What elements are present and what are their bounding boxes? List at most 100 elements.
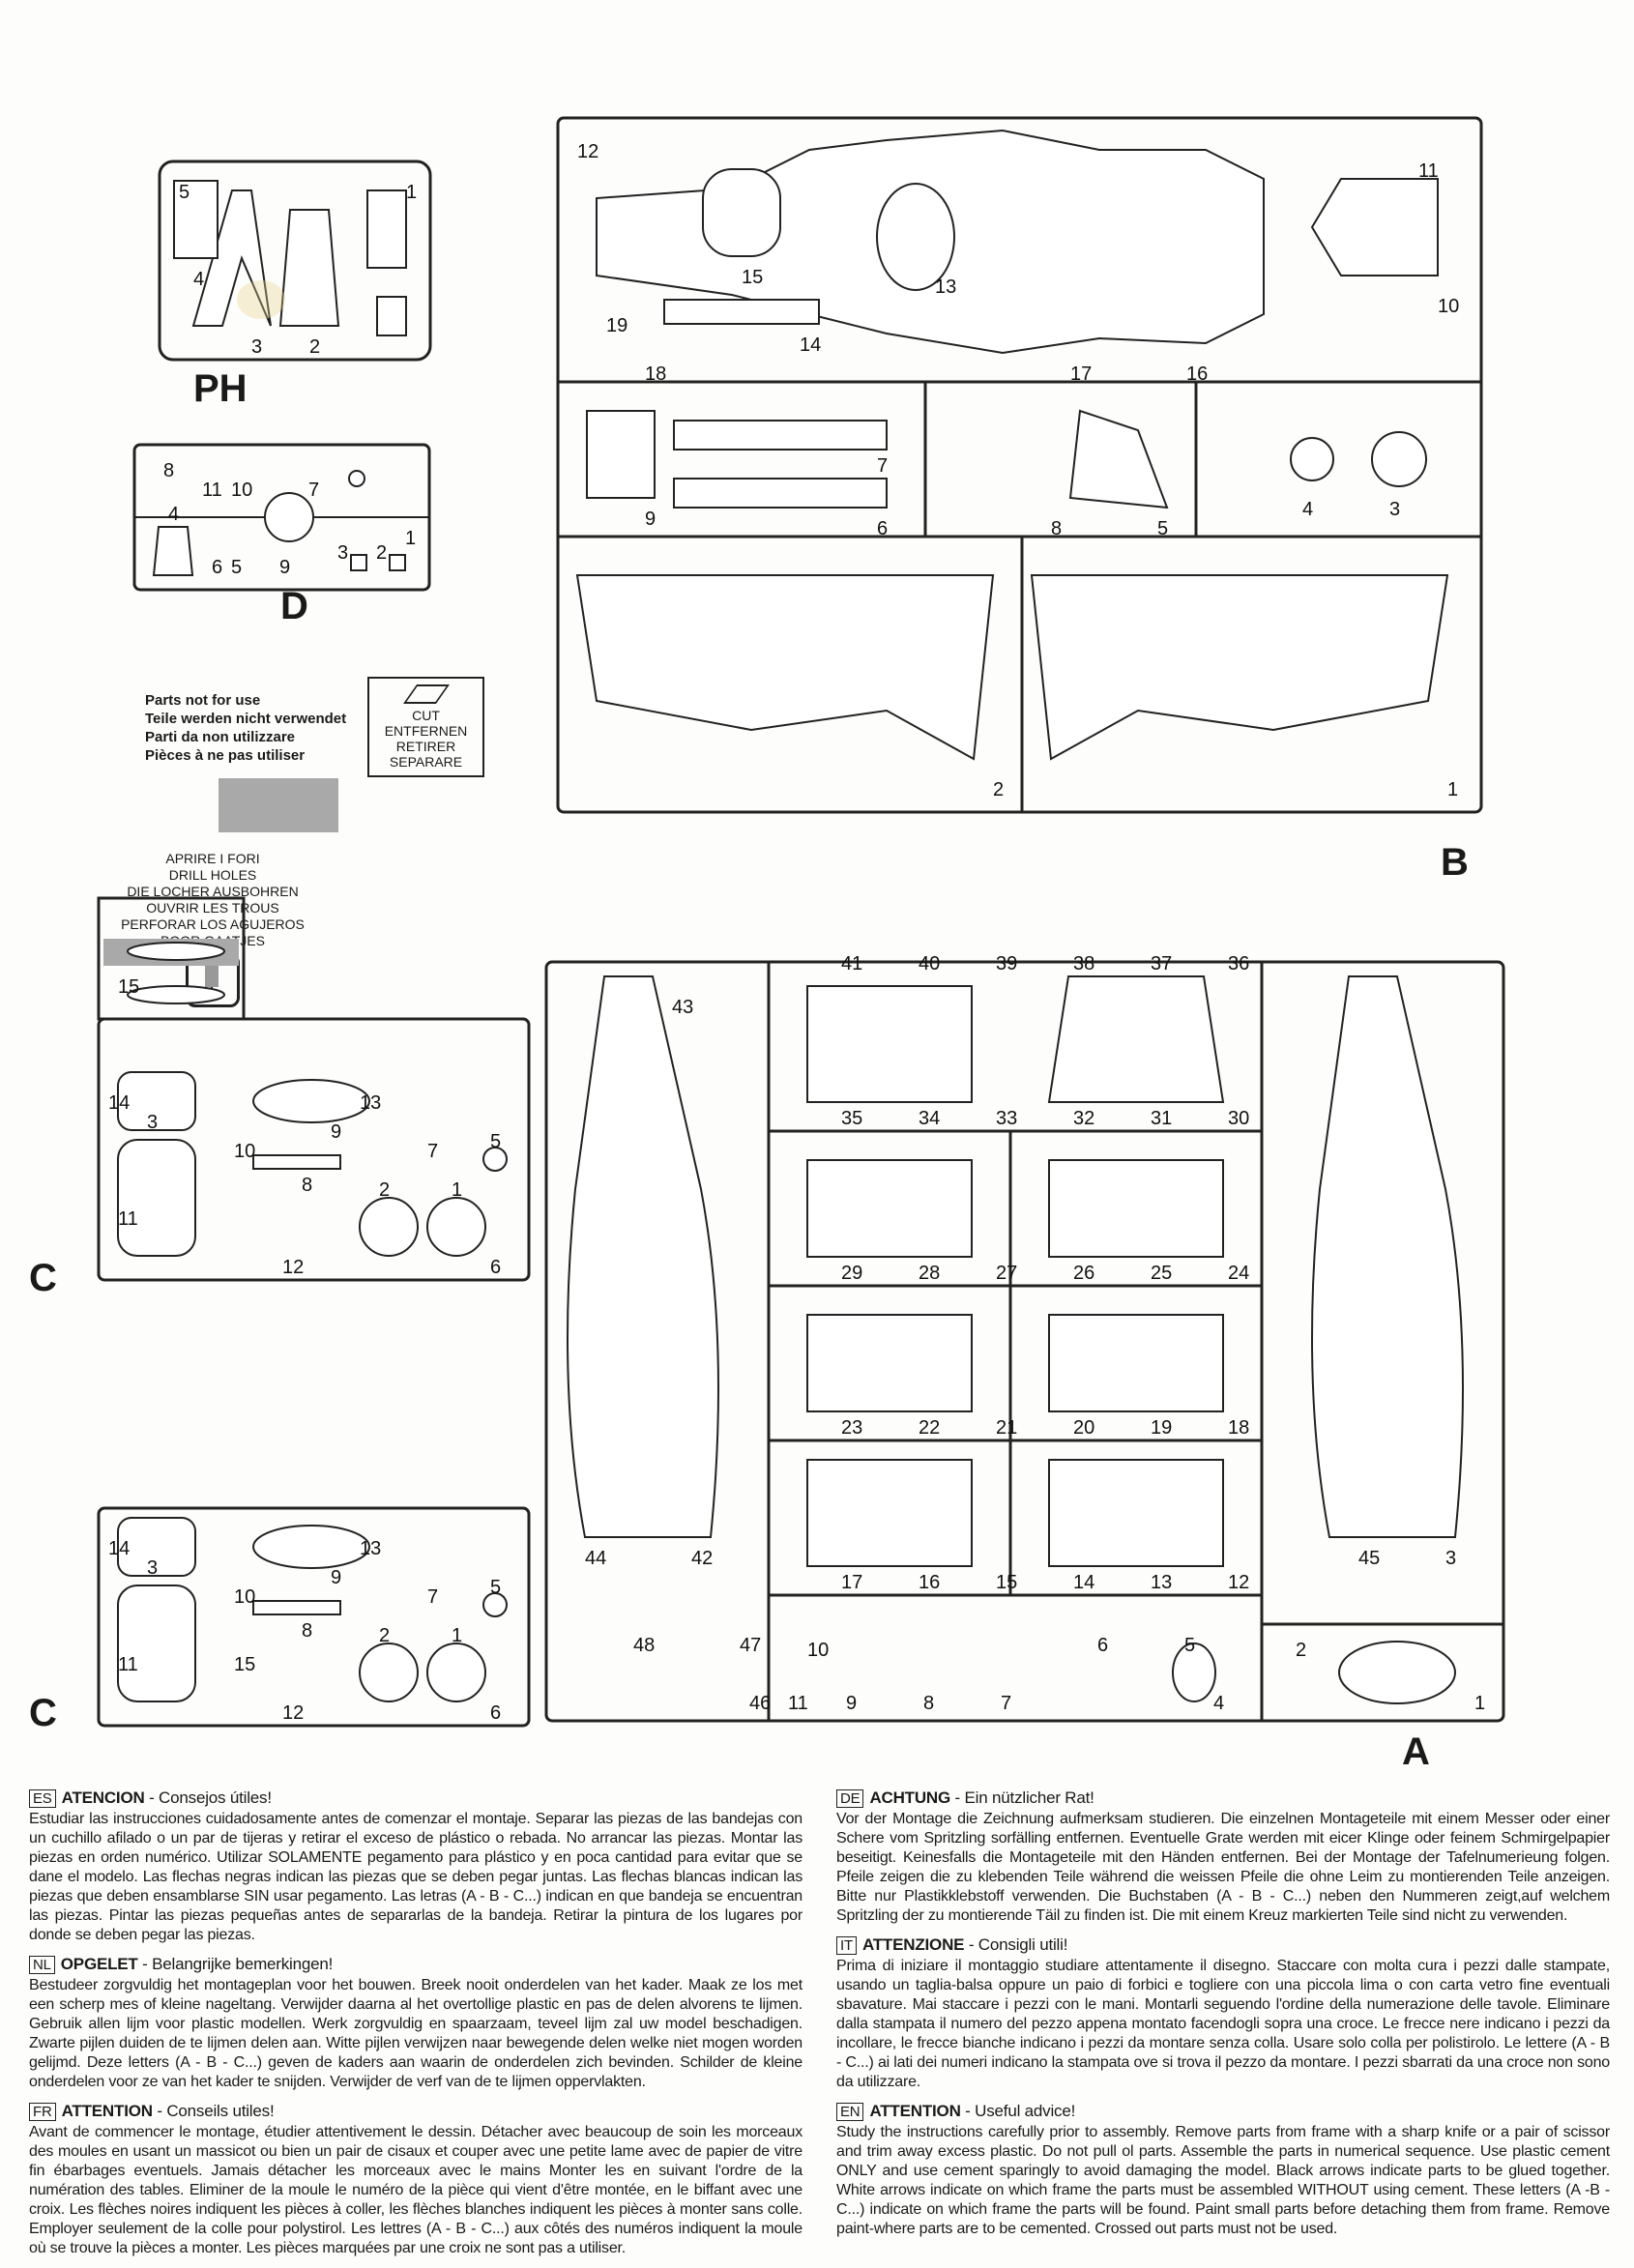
part-number-c1: 12 — [282, 1702, 304, 1724]
part-number-a: 16 — [919, 1572, 940, 1593]
part-number-b: 5 — [1157, 518, 1168, 539]
lang-badge: IT — [836, 1936, 857, 1955]
part-number-a: 18 — [1228, 1417, 1249, 1439]
part-number-c2: 1 — [452, 1179, 462, 1201]
part-number-ph: 1 — [406, 182, 417, 203]
section-title: ACHTUNG — [869, 1788, 951, 1807]
part-number-a: 21 — [996, 1417, 1017, 1439]
section-subtitle: - Consigli utili! — [964, 1935, 1068, 1954]
sprue-a-label: A — [1402, 1730, 1430, 1773]
section-subtitle: - Ein nützlicher Rat! — [950, 1788, 1094, 1807]
part-number-c1: 7 — [427, 1586, 438, 1608]
sprue-c-label: C — [29, 1692, 57, 1734]
part-number-d: 10 — [231, 480, 252, 501]
part-number-a: 3 — [1445, 1548, 1456, 1569]
part-number-c1: 8 — [302, 1620, 312, 1642]
section-text: Study the instructions carefully prior t… — [836, 2124, 1610, 2237]
legend-text: Parti da non utilizzare — [145, 729, 296, 745]
section-text: Avant de commencer le montage, étudier a… — [29, 2124, 802, 2256]
section-title: ATTENTION — [61, 2102, 153, 2120]
sprue-ph-label: PH — [193, 367, 248, 410]
part-number-d: 8 — [163, 460, 174, 481]
part-number-c1: 6 — [490, 1702, 501, 1724]
part-number-a: 39 — [996, 953, 1017, 974]
part-number-c1: 3 — [147, 1557, 158, 1579]
not-for-use-swatch — [219, 778, 338, 832]
sprue-a: 1234567891011121314151617181920212223242… — [544, 953, 1505, 1723]
part-number-a: 48 — [633, 1635, 655, 1656]
part-number-b: 10 — [1438, 296, 1459, 317]
part-number-d: 3 — [337, 542, 348, 564]
part-number-a: 46 — [749, 1693, 771, 1714]
part-number-c2: 6 — [490, 1257, 501, 1278]
part-number-b: 18 — [645, 363, 666, 385]
part-number-d: 7 — [308, 480, 319, 501]
part-number-a: 42 — [691, 1548, 713, 1569]
part-number-c2: 3 — [147, 1112, 158, 1133]
section-text: Bestudeer zorgvuldig het montageplan voo… — [29, 1977, 802, 2090]
part-number-ph: 5 — [179, 182, 190, 203]
legend-text: RETIRER — [395, 739, 456, 754]
drill-text-es: PERFORAR LOS AGUJEROS — [121, 916, 305, 932]
drill-text-fr: OUVRIR LES TROUS — [146, 900, 279, 916]
part-number-b: 2 — [993, 779, 1004, 800]
not-for-use-legend: Parts not for use Teile werden nicht ver… — [145, 691, 363, 765]
part-number-c2: 14 — [108, 1092, 130, 1114]
part-number-b: 7 — [877, 455, 888, 477]
part-number-c1: 14 — [108, 1538, 130, 1559]
part-number-c2: 2 — [379, 1179, 390, 1201]
part-number-ph: 2 — [309, 336, 320, 358]
part-number-b: 19 — [606, 315, 627, 336]
part-number-c1: 5 — [490, 1577, 501, 1598]
part-number-a: 33 — [996, 1108, 1017, 1129]
lang-badge: ES — [29, 1789, 56, 1808]
part-number-a: 14 — [1073, 1572, 1094, 1593]
part-number-c2: 5 — [490, 1131, 501, 1152]
part-number-b: 13 — [935, 276, 956, 298]
legend-text: Parts not for use — [145, 692, 261, 709]
part-number-a: 28 — [919, 1263, 940, 1284]
part-number-a: 22 — [919, 1417, 940, 1439]
lang-badge: EN — [836, 2103, 864, 2121]
part-number-c2: 15 — [118, 976, 139, 998]
part-number-b: 17 — [1070, 363, 1092, 385]
legend-text: Teile werden nicht verwendet — [145, 711, 347, 727]
drill-text-de: DIE LOCHER AUSBOHREN — [127, 884, 299, 899]
part-number-a: 41 — [841, 953, 862, 974]
drill-text-en: DRILL HOLES — [168, 867, 257, 883]
part-number-d: 11 — [202, 480, 222, 501]
part-number-c2: 7 — [427, 1141, 438, 1162]
part-number-a: 38 — [1073, 953, 1094, 974]
part-number-a: 19 — [1151, 1417, 1172, 1439]
part-number-c1: 10 — [234, 1586, 255, 1608]
lang-badge: DE — [836, 1789, 864, 1808]
part-number-a: 37 — [1151, 953, 1172, 974]
part-number-c2: 10 — [234, 1141, 255, 1162]
part-number-c1: 1 — [452, 1625, 462, 1646]
part-number-c1: 11 — [118, 1654, 138, 1675]
section-title: ATTENTION — [869, 2102, 961, 2120]
part-number-d: 5 — [231, 557, 242, 578]
section-subtitle: - Consejos útiles! — [144, 1788, 272, 1807]
part-number-a: 1 — [1474, 1693, 1485, 1714]
part-number-c1: 2 — [379, 1625, 390, 1646]
part-number-c2: 13 — [360, 1092, 381, 1114]
part-number-a: 7 — [1001, 1693, 1011, 1714]
sprue-b-label: B — [1441, 841, 1469, 884]
paper-stain — [237, 280, 285, 319]
part-number-b: 11 — [1418, 160, 1439, 182]
part-number-a: 4 — [1213, 1693, 1224, 1714]
part-number-a: 20 — [1073, 1417, 1094, 1439]
part-number-b: 12 — [577, 141, 598, 162]
part-number-c2: 12 — [282, 1257, 304, 1278]
part-number-d: 2 — [376, 542, 387, 564]
